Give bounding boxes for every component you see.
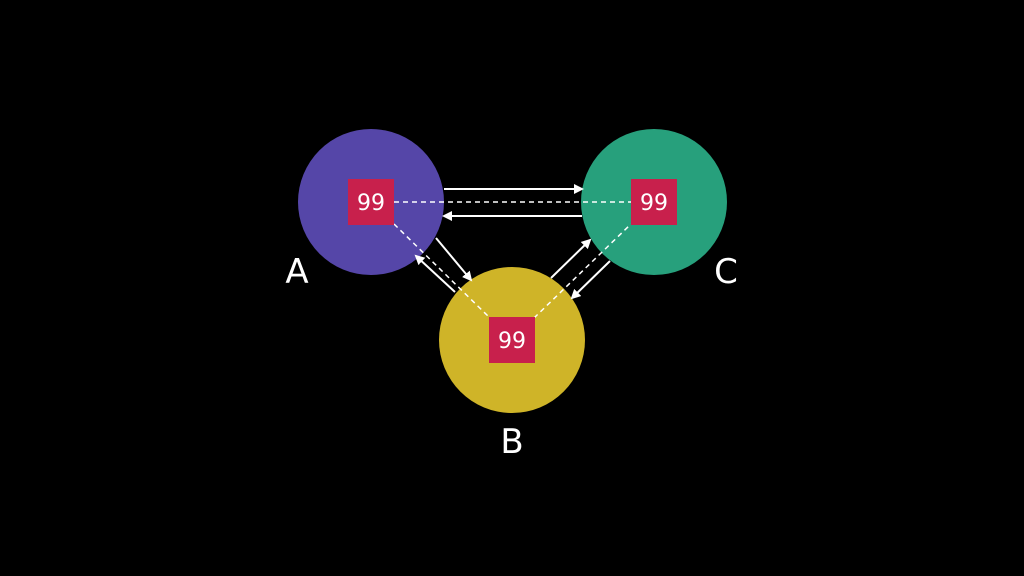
node-a-label: A [285,252,308,292]
node-b-value-box [489,317,535,363]
node-c-value: 99 [640,191,668,216]
node-c-value-box [631,179,677,225]
node-b-value: 99 [498,329,526,354]
node-a-value-box [348,179,394,225]
node-a-value: 99 [357,191,385,216]
arrow-b-to-c [550,238,592,279]
dashed-link-b-c [533,223,632,319]
node-b-label: B [500,422,523,462]
dashed-link-a-b [393,223,491,319]
arrow-b-to-a [414,254,456,293]
arrow-c-to-b [570,260,611,300]
node-c-label: C [714,252,738,292]
arrow-a-to-b [435,237,473,282]
